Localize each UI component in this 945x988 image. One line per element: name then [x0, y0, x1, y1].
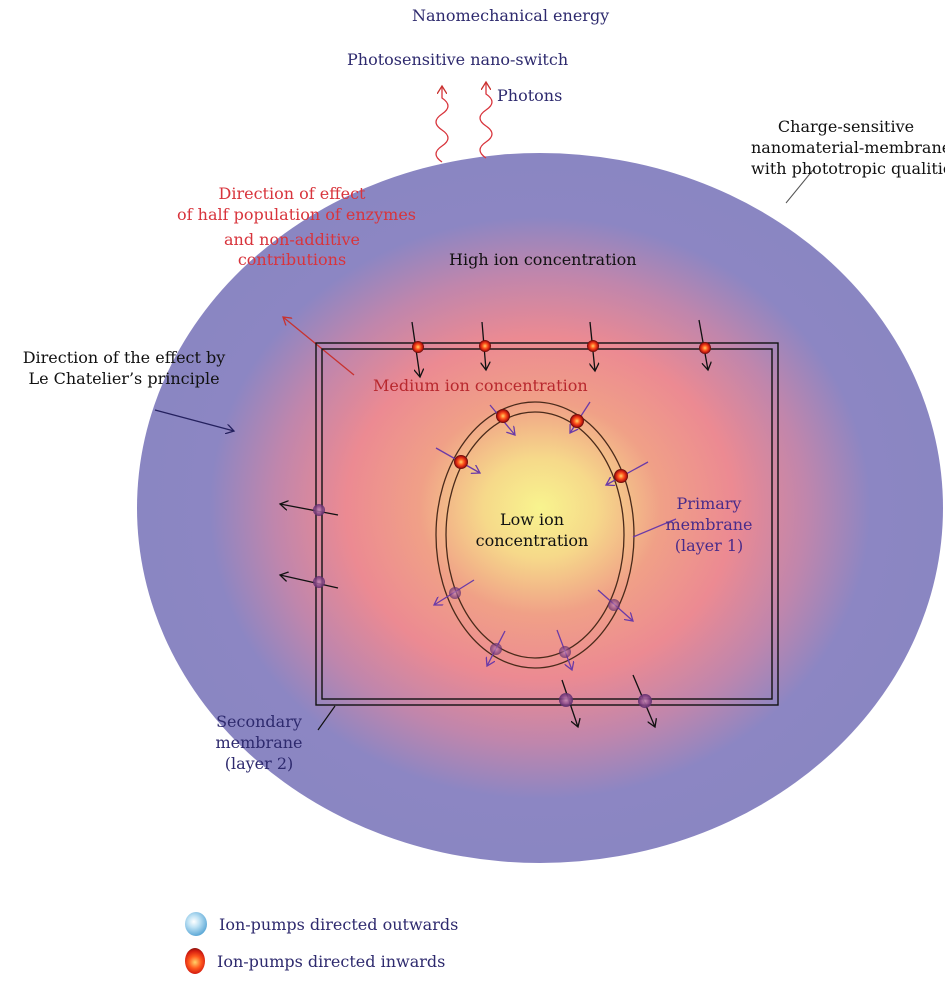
secondary-membrane-inner: [321, 348, 773, 700]
enzyme-direction-arrow: [283, 317, 355, 376]
low-ion-concentration-label: Low ion concentration: [475, 510, 589, 550]
ion-pump-inward-icon: [570, 414, 584, 428]
ion-pump-outward-icon: [559, 693, 573, 707]
ion-pump-inward-icon: [479, 340, 491, 352]
top-inward-pumps: [411, 319, 711, 377]
legend-item-outward: Ion-pumps directed outwards: [185, 912, 458, 936]
ion-pump-outward-icon: [313, 504, 325, 516]
outer-region: [137, 153, 943, 863]
ion-pump-inward-icon: [496, 409, 510, 423]
ion-pump-inward-icon: [454, 455, 468, 469]
ion-pump-outward-icon: [608, 599, 620, 611]
primary-membrane-outer: [435, 401, 635, 669]
bottom-outward-pumps: [559, 674, 655, 727]
ion-pump-inward-icon: [412, 341, 424, 353]
ellipse-inward-pumps: [435, 401, 649, 485]
ion-pump-inward-icon: [185, 948, 205, 974]
ion-pump-inward-icon: [614, 469, 628, 483]
primary-membrane-pointer: [632, 518, 677, 538]
primary-membrane-inner: [445, 411, 625, 659]
ellipse-outward-pumps: [434, 579, 633, 670]
ion-pump-inward-icon: [587, 340, 599, 352]
photons-label: Photons: [497, 86, 563, 105]
ion-pump-outward-icon: [313, 576, 325, 588]
ion-pump-inward-icon: [699, 342, 711, 354]
ion-pump-outward-icon: [638, 694, 652, 708]
photon-wave-left: [435, 86, 449, 163]
le-chatelier-arrow: [154, 409, 234, 431]
medium-ion-concentration-label: Medium ion concentration: [373, 376, 588, 395]
enzyme-direction-label: Direction of effect of half population o…: [177, 184, 416, 270]
legend-label-inward: Ion-pumps directed inwards: [217, 951, 446, 971]
ion-pump-outward-icon: [559, 646, 571, 658]
ion-pump-outward-icon: [449, 587, 461, 599]
secondary-membrane-pointer: [317, 705, 336, 731]
charge-sensitive-pointer: [785, 169, 814, 204]
le-chatelier-label: Direction of the effect by Le Chatelier’…: [22, 348, 226, 388]
ion-pump-outward-icon: [490, 643, 502, 655]
secondary-membrane-outer: [315, 342, 779, 706]
nano-switch-label: Photosensitive nano-switch: [347, 50, 569, 69]
primary-membrane-label: Primary membrane (layer 1): [665, 494, 753, 555]
legend-item-inward: Ion-pumps directed inwards: [185, 948, 445, 974]
legend-label-outward: Ion-pumps directed outwards: [219, 914, 459, 934]
charge-sensitive-label: Charge-sensitive nanomaterial-membrane w…: [751, 117, 945, 178]
secondary-membrane-label: Secondary membrane (layer 2): [215, 712, 303, 773]
nanomechanical-energy-label: Nanomechanical energy: [412, 6, 610, 25]
ion-pump-outward-icon: [185, 912, 207, 936]
left-outward-pumps: [280, 504, 339, 589]
high-ion-concentration-label: High ion concentration: [449, 250, 637, 269]
photon-wave-right: [479, 82, 493, 159]
